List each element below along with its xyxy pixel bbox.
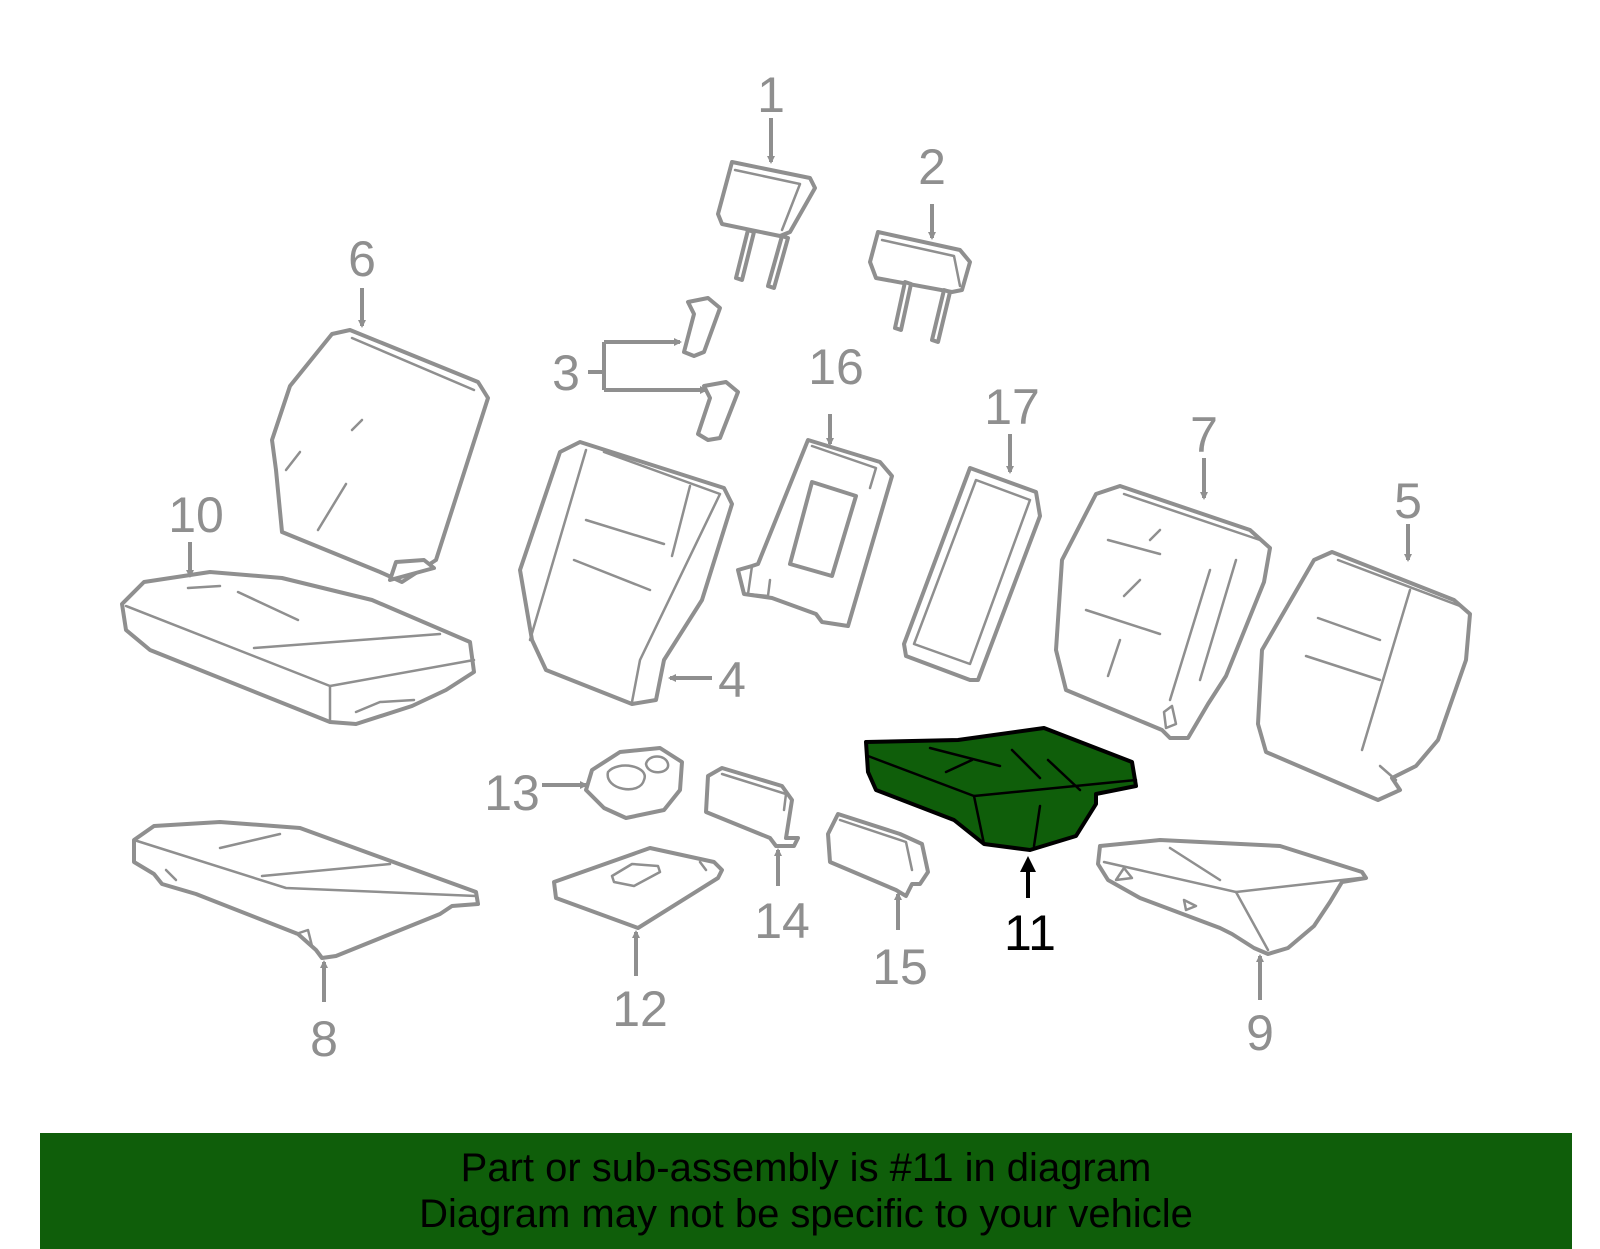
callout-4[interactable]: 4 — [718, 652, 746, 708]
part-15-bracket[interactable] — [826, 812, 930, 898]
callout-15[interactable]: 15 — [872, 939, 928, 995]
part-3-headrest-guides[interactable] — [682, 296, 740, 442]
part-2-headrest[interactable] — [868, 230, 972, 344]
part-10-seat-cushion[interactable] — [120, 570, 476, 726]
callout-5[interactable]: 5 — [1394, 473, 1422, 529]
part-17-frame-panel[interactable] — [902, 466, 1042, 682]
part-12-tray[interactable] — [552, 846, 724, 930]
callout-11[interactable]: 11 — [1004, 905, 1056, 961]
part-9-seat-cushion-frame[interactable] — [1096, 838, 1368, 956]
part-5-seat-back[interactable] — [1256, 550, 1472, 802]
parts-diagram: 1 2 3 4 5 6 7 8 9 10 11 12 13 14 15 16 1… — [120, 67, 1472, 1067]
callout-2[interactable]: 2 — [918, 139, 946, 195]
callout-labels: 1 2 3 4 5 6 7 8 9 10 11 12 13 14 15 16 1… — [168, 67, 1422, 1067]
banner-line-disclaimer: Diagram may not be specific to your vehi… — [419, 1192, 1193, 1236]
callout-17[interactable]: 17 — [984, 379, 1040, 435]
part-7-seat-back-cover[interactable] — [1054, 484, 1272, 740]
part-16-back-panel[interactable] — [736, 438, 894, 628]
callout-7[interactable]: 7 — [1190, 407, 1218, 463]
part-14-bracket[interactable] — [704, 766, 800, 848]
callout-1[interactable]: 1 — [757, 67, 785, 123]
callout-13[interactable]: 13 — [484, 765, 540, 821]
part-4-seat-back-cover[interactable] — [518, 440, 734, 706]
part-8-seat-cushion-frame[interactable] — [132, 820, 480, 960]
callout-6[interactable]: 6 — [348, 231, 376, 287]
callout-3[interactable]: 3 — [552, 345, 580, 401]
callout-12[interactable]: 12 — [612, 981, 668, 1037]
callout-8[interactable]: 8 — [310, 1011, 338, 1067]
info-banner: Part or sub-assembly is #11 in diagram D… — [40, 1133, 1572, 1249]
part-1-headrest[interactable] — [716, 160, 817, 290]
part-11-seat-cushion[interactable] — [864, 726, 1138, 852]
part-13-cup-holder[interactable] — [584, 746, 684, 820]
part-6-seat-back[interactable] — [270, 328, 490, 584]
banner-line-part: Part or sub-assembly is #11 in diagram — [460, 1146, 1152, 1190]
leader-lines — [186, 118, 1412, 1002]
callout-9[interactable]: 9 — [1246, 1005, 1274, 1061]
callout-16[interactable]: 16 — [808, 339, 864, 395]
callout-14[interactable]: 14 — [754, 893, 810, 949]
callout-10[interactable]: 10 — [168, 487, 224, 543]
